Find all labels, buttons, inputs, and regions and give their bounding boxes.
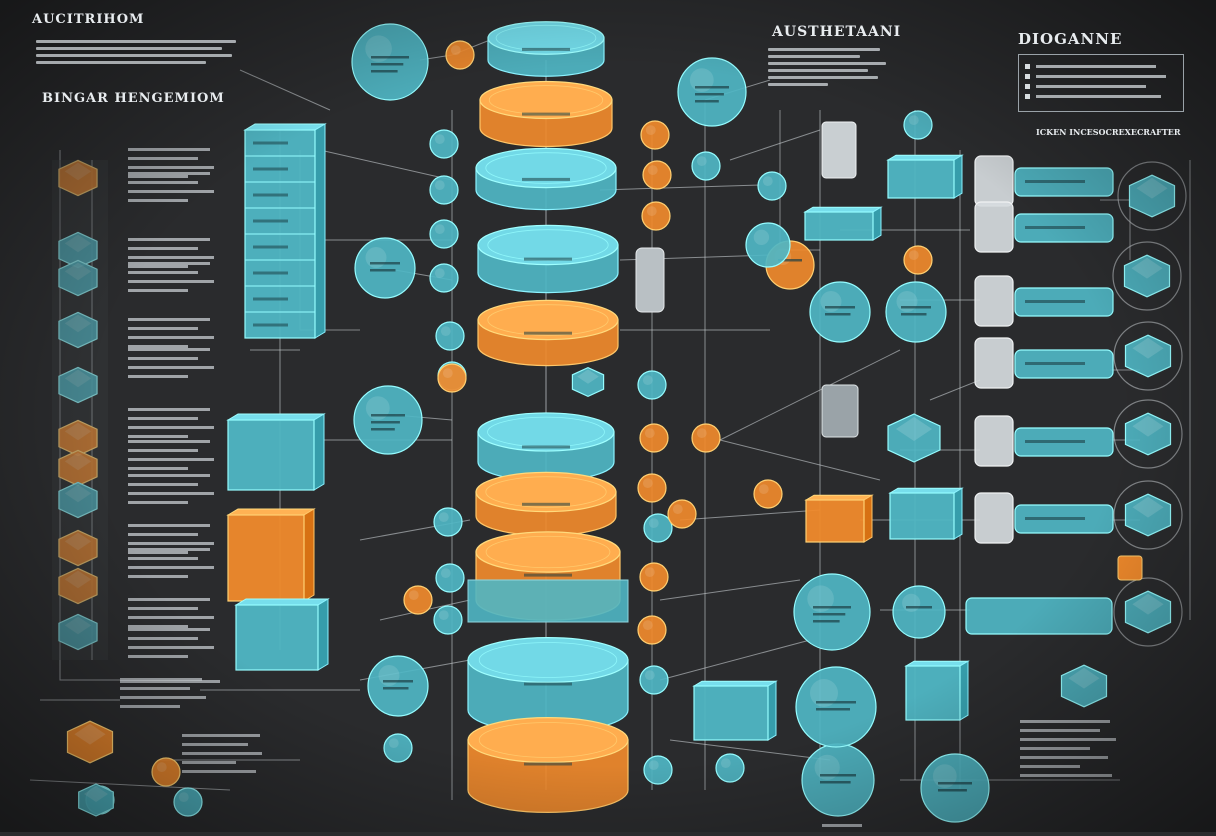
- top-center-text-block: [768, 44, 888, 90]
- top-center-title: AUSTHETAANI: [772, 24, 902, 40]
- legend-item: [1025, 84, 1177, 89]
- legend-box: [1018, 54, 1184, 112]
- top-left-title: AUCITRIHOM: [32, 12, 145, 27]
- legend-item: [1025, 74, 1177, 79]
- top-right-footer: ICKEN INCESOCREXECRAFTER: [1036, 127, 1181, 137]
- top-left-subheading: BINGAR HENGEMIOM: [42, 91, 225, 106]
- top-right-title: DIOGANNE: [1018, 30, 1123, 48]
- legend-item: [1025, 64, 1177, 69]
- legend-item: [1025, 94, 1177, 99]
- top-left-text-block: [36, 36, 242, 68]
